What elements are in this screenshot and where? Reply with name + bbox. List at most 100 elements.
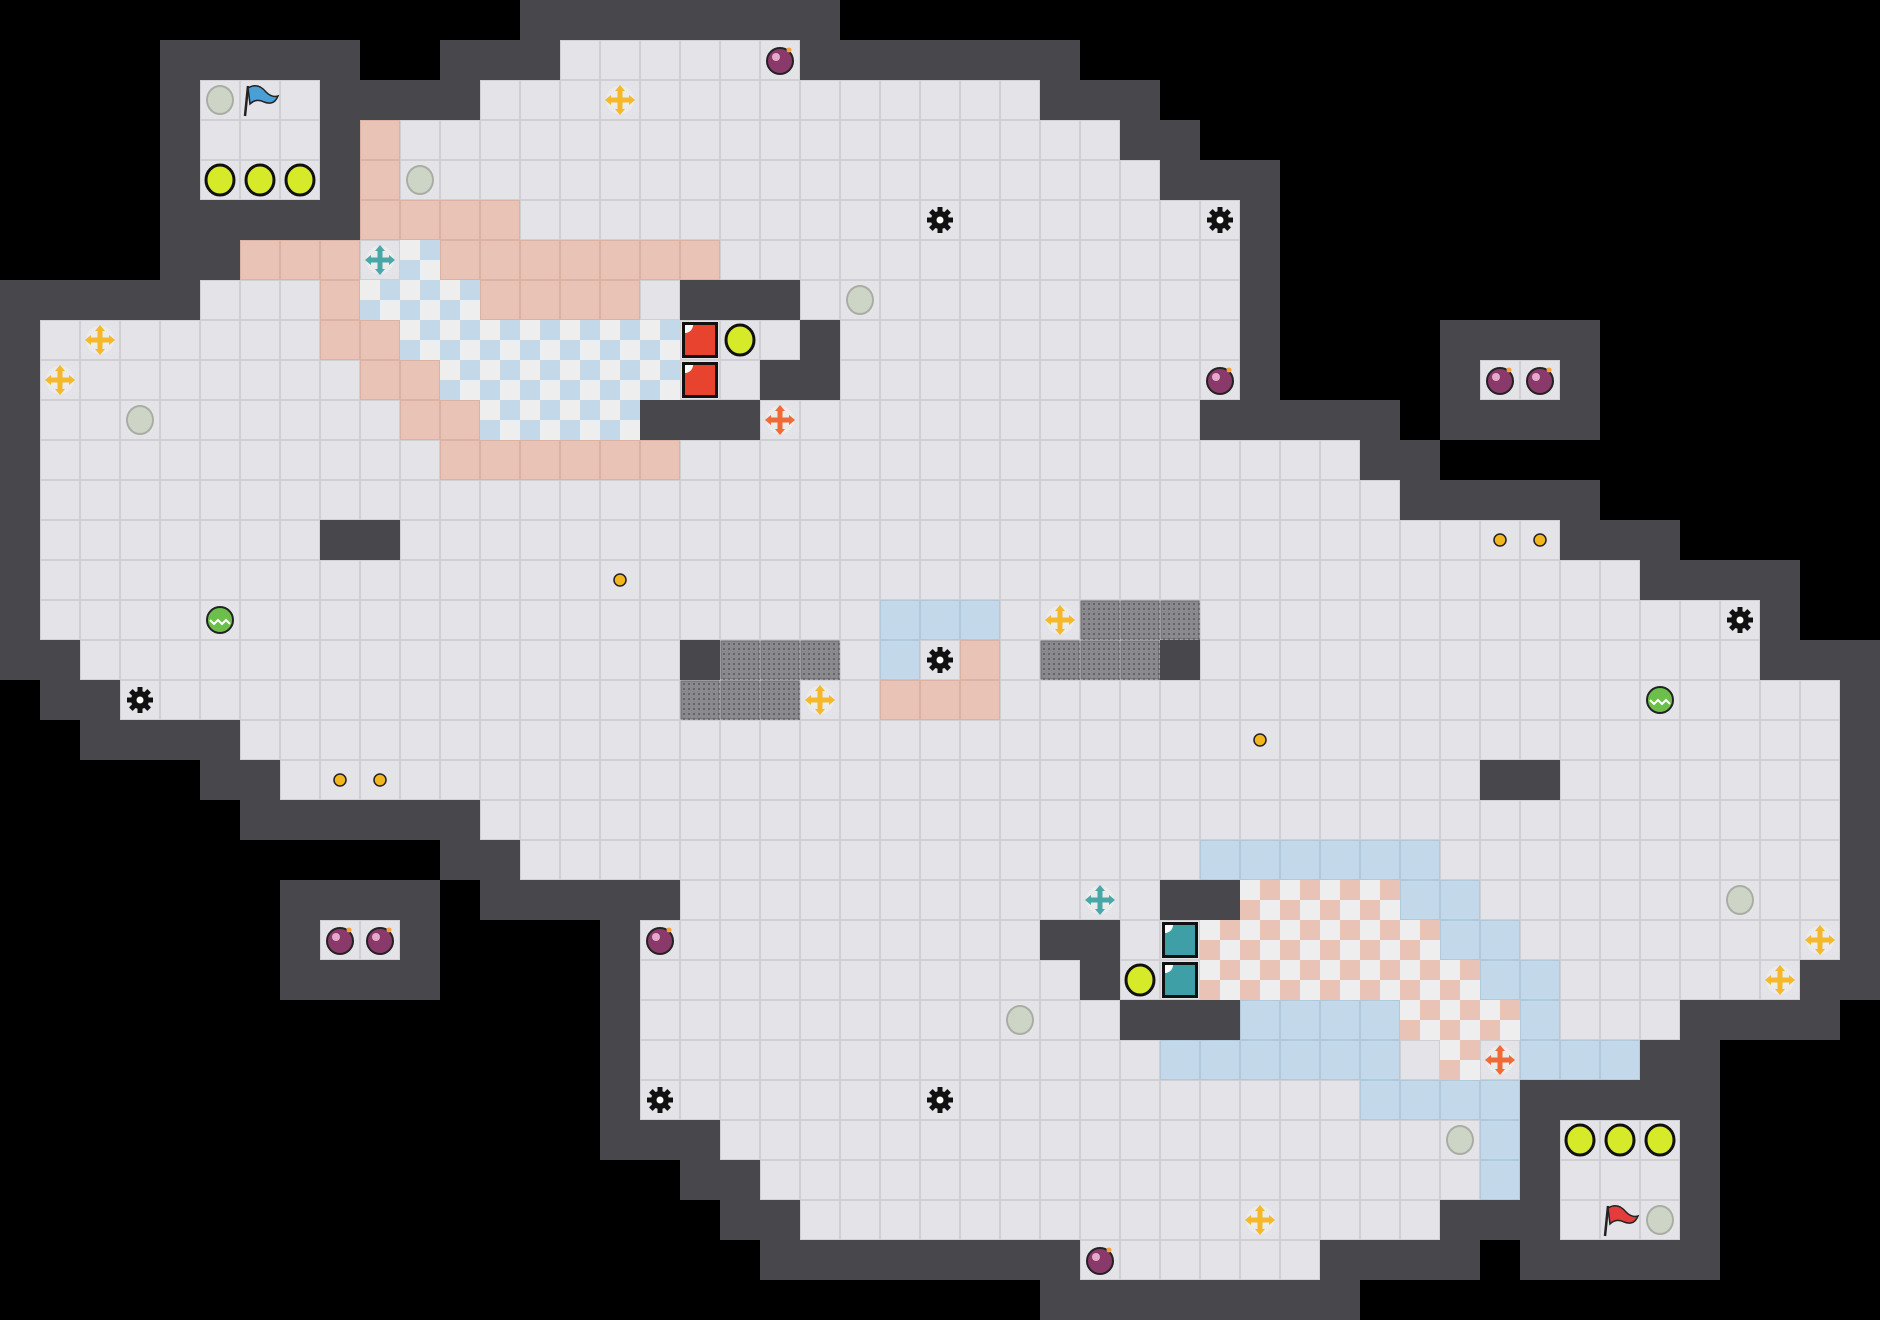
wall-tile [1040, 1280, 1080, 1320]
floor-tile [160, 680, 200, 720]
blue-tile [1280, 840, 1320, 880]
floor-tile [280, 440, 320, 480]
floor-tile [1080, 320, 1120, 360]
gear-icon [1727, 607, 1753, 633]
floor-tile [520, 640, 560, 680]
floor-tile [520, 160, 560, 200]
floor-tile [1600, 840, 1640, 880]
wall-tile [1520, 1160, 1560, 1200]
floor-tile [880, 480, 920, 520]
floor-tile [840, 440, 880, 480]
floor-tile [1480, 720, 1520, 760]
floor-tile [1040, 360, 1080, 400]
wall-tile [160, 80, 200, 120]
floor-tile [720, 920, 760, 960]
floor-tile [200, 640, 240, 680]
floor-tile [1560, 840, 1600, 880]
floor-tile [360, 600, 400, 640]
wall-tile [960, 1240, 1000, 1280]
wall-tile [760, 1200, 800, 1240]
wall-tile [0, 480, 40, 520]
floor-tile [1200, 760, 1240, 800]
floor-tile [1400, 1200, 1440, 1240]
floor-tile [800, 280, 840, 320]
floor-tile [1080, 840, 1120, 880]
floor-tile [760, 760, 800, 800]
floor-tile [600, 120, 640, 160]
floor-tile [120, 440, 160, 480]
wall-tile [680, 400, 720, 440]
floor-tile [80, 400, 120, 440]
item-layer [45, 47, 1835, 1275]
floor-tile [600, 200, 640, 240]
floor-tile [1560, 720, 1600, 760]
floor-tile [1080, 160, 1120, 200]
floor-tile [1320, 680, 1360, 720]
floor-tile [640, 280, 680, 320]
floor-tile [800, 1160, 840, 1200]
floor-tile [1120, 400, 1160, 440]
floor-tile [1160, 680, 1200, 720]
wall-tile [160, 280, 200, 320]
wall-tile [480, 40, 520, 80]
floor-tile [1360, 760, 1400, 800]
wall-tile [320, 200, 360, 240]
blue-flag-icon [243, 85, 280, 117]
pink-tile [440, 200, 480, 240]
pink-checker-tile [1400, 1000, 1440, 1040]
floor-tile [440, 480, 480, 520]
floor-tile [960, 200, 1000, 240]
floor-tile [520, 80, 560, 120]
wall-tile [600, 1120, 640, 1160]
floor-tile [40, 440, 80, 480]
floor-tile [1280, 1080, 1320, 1120]
lime-gem-icon [1644, 1123, 1676, 1157]
floor-tile [480, 760, 520, 800]
floor-tile [920, 560, 960, 600]
wall-tile [720, 0, 760, 40]
wall-tile [1080, 920, 1120, 960]
floor-tile [280, 480, 320, 520]
floor-tile [1640, 1160, 1680, 1200]
blue-tile [880, 600, 920, 640]
floor-tile [400, 520, 440, 560]
floor-tile [1520, 640, 1560, 680]
floor-tile [1000, 320, 1040, 360]
pink-tile [880, 680, 920, 720]
wall-tile [1560, 520, 1600, 560]
pink-tile [320, 320, 360, 360]
floor-tile [520, 480, 560, 520]
floor-tile [1640, 1000, 1680, 1040]
floor-tile [1440, 840, 1480, 880]
wall-tile [800, 40, 840, 80]
wall-tile [1840, 680, 1880, 720]
floor-tile [1480, 560, 1520, 600]
pink-tile [520, 280, 560, 320]
floor-tile [1000, 640, 1040, 680]
floor-tile [760, 800, 800, 840]
pink-checker-tile [1320, 960, 1360, 1000]
floor-tile [1720, 800, 1760, 840]
floor-tile [720, 880, 760, 920]
wall-tile [680, 280, 720, 320]
floor-tile [800, 1000, 840, 1040]
blue-tile [1400, 880, 1440, 920]
grate-tile [760, 640, 800, 680]
floor-tile [800, 560, 840, 600]
blue-checker-tile [440, 320, 480, 360]
blue-checker-tile [480, 360, 520, 400]
wall-tile [160, 40, 200, 80]
wall-tile [1240, 200, 1280, 240]
wall-tile [520, 40, 560, 80]
floor-tile [1640, 600, 1680, 640]
wall-tile [1720, 1000, 1760, 1040]
floor-tile [840, 240, 880, 280]
wall-tile [120, 720, 160, 760]
floor-tile [80, 640, 120, 680]
floor-tile [1640, 840, 1680, 880]
floor-tile [320, 480, 360, 520]
floor-tile [920, 480, 960, 520]
floor-tile [1520, 680, 1560, 720]
floor-tile [360, 440, 400, 480]
